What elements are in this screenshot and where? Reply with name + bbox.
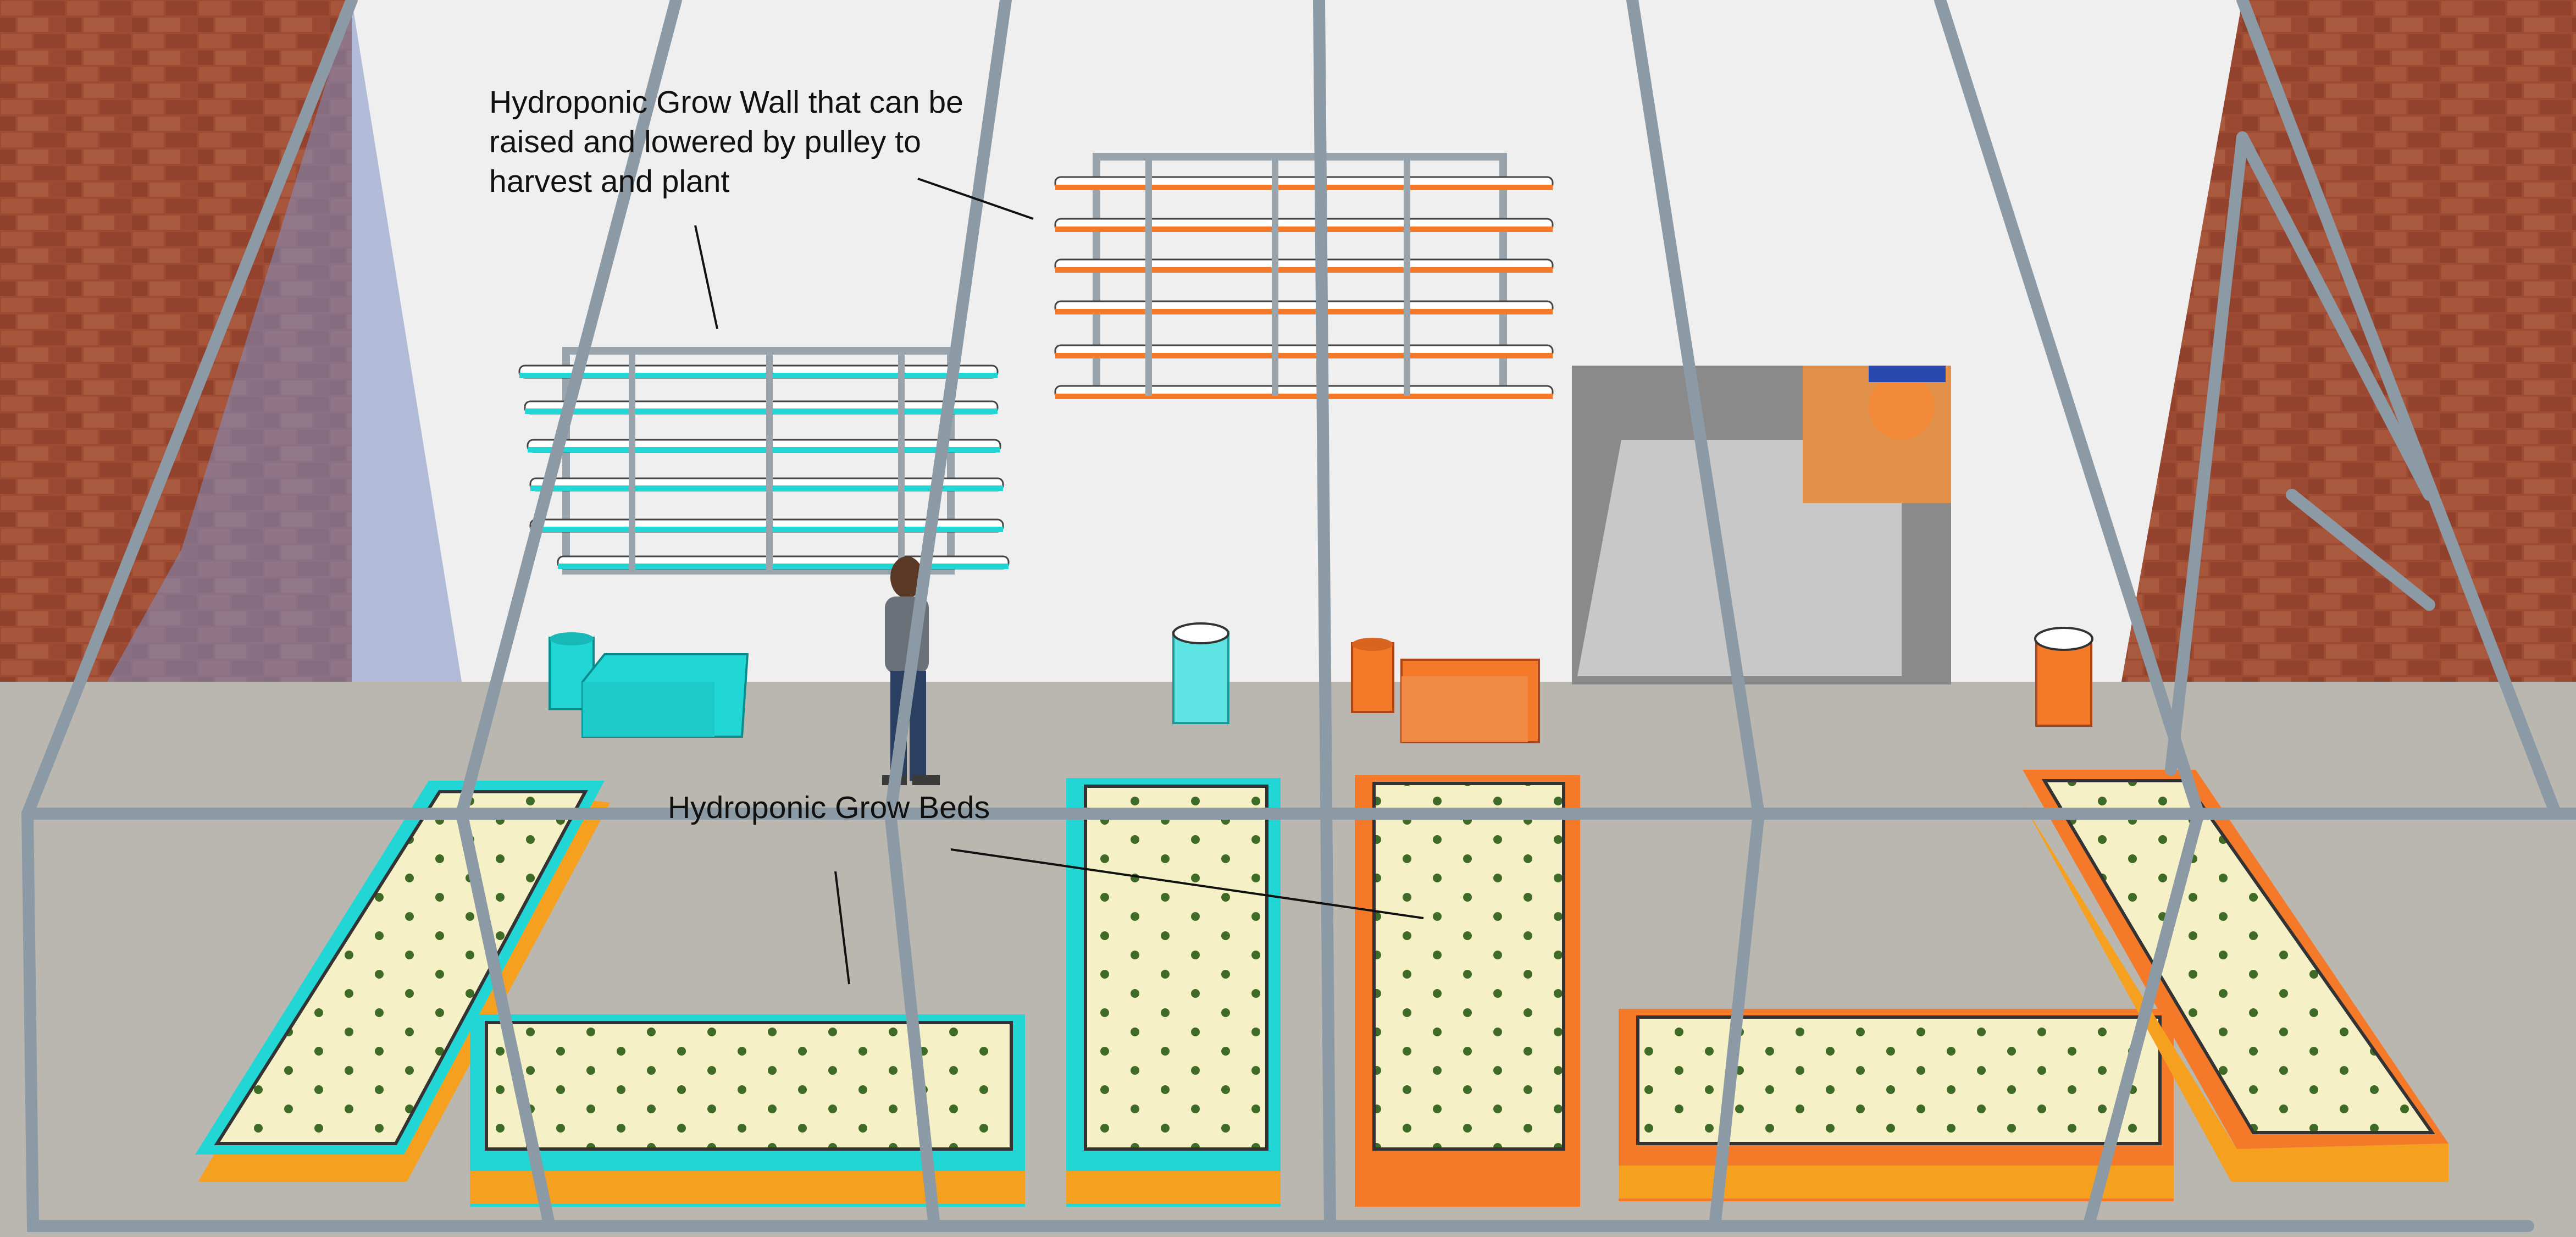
grow-wall-annotation-line1: Hydroponic Grow Wall that can be: [489, 85, 963, 120]
grow-wall-annotation: Hydroponic Grow Wall that can be raised …: [489, 85, 972, 199]
grow-bed-cyan-1: [195, 781, 610, 1182]
grow-bed-orange-3: [2023, 770, 2448, 1182]
grow-wall-annotation-line3: harvest and plant: [489, 164, 729, 199]
cyan-barrel: [1172, 622, 1229, 724]
orange-barrel: [2034, 627, 2093, 727]
grow-bed-cyan-2: [470, 1014, 1025, 1207]
grow-wall-orange: [1054, 153, 1554, 399]
grow-beds-annotation: Hydroponic Grow Beds: [668, 790, 990, 825]
grow-bed-cyan-3: [1066, 778, 1281, 1207]
brick-wall-right: [2099, 0, 2576, 682]
cyan-tank-set: [549, 632, 749, 738]
grow-wall-cyan: [518, 347, 1010, 575]
orange-tank-set: [1351, 638, 1540, 743]
greenhouse-frame: [21, 0, 2576, 1232]
grow-bed-orange-1: [1355, 775, 1580, 1207]
grow-wall-annotation-line2: raised and lowered by pulley to: [489, 124, 921, 159]
leader-lines: [694, 178, 1424, 985]
doorway: [1572, 366, 1951, 684]
grow-bed-orange-2: [1619, 1009, 2174, 1201]
